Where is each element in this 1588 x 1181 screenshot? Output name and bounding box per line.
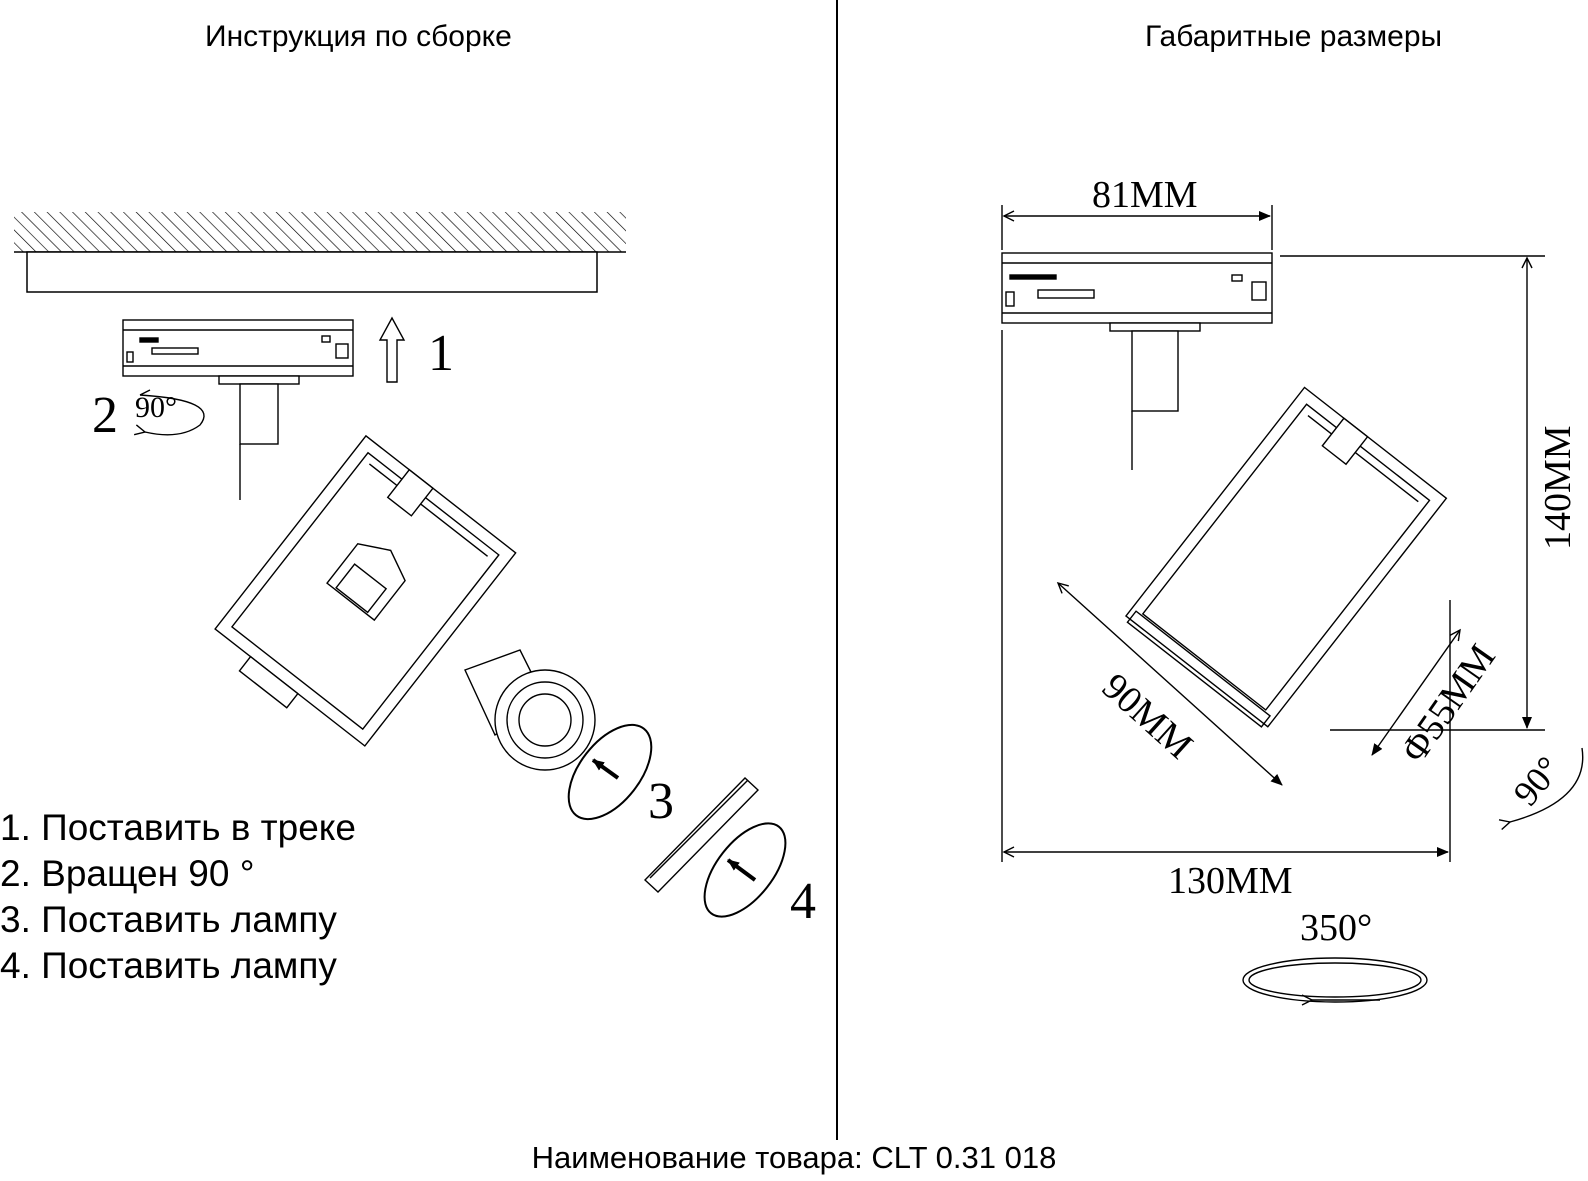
dimension-width-label: 81MM	[1092, 174, 1198, 216]
ceiling-hatch	[14, 212, 626, 252]
step-4-ring	[703, 822, 787, 918]
step-1-arrow	[378, 316, 406, 383]
step-marker-3: 3	[648, 773, 674, 830]
dimension-body-length	[1056, 581, 1283, 786]
product-name: Наименование товара: CLT 0.31 018	[531, 1140, 1057, 1175]
dimension-body-length-label: 90MM	[1094, 665, 1201, 767]
spotlight-body-left	[214, 434, 517, 747]
track-adapter-left	[122, 319, 354, 500]
dimension-height-label: 140MM	[1537, 425, 1579, 550]
step-1: 1. Поставить в треке	[0, 807, 356, 848]
ceiling-assembly	[14, 212, 626, 293]
step-4-filter	[643, 777, 760, 893]
base-rotation-label: 350°	[1300, 907, 1372, 949]
step-marker-2: 2	[92, 387, 118, 444]
tilt-angle-label: 90°	[1505, 749, 1568, 813]
rotation-angle-left: 90°	[135, 391, 177, 424]
center-divider	[836, 0, 838, 1140]
dimension-diameter-label: Φ55MM	[1393, 637, 1504, 770]
assembly-instructions-title: Инструкция по сборке	[205, 20, 512, 53]
tilt-rotation-arrow	[1498, 747, 1584, 830]
track-rail	[26, 251, 598, 293]
base-rotation-arrow	[1242, 957, 1428, 1006]
step-2-rotation	[133, 389, 205, 436]
spotlight-body-right	[1124, 386, 1448, 728]
step-3-lens-ring	[567, 723, 653, 821]
step-4: 4. Поставить лампу	[0, 945, 337, 986]
step-3: 3. Поставить лампу	[0, 899, 337, 940]
dimension-width	[1001, 205, 1273, 250]
assembly-steps-list: 1. Поставить в треке 2. Вращен 90 ° 3. П…	[0, 805, 356, 989]
step-marker-1: 1	[428, 325, 454, 382]
step-marker-4: 4	[790, 873, 816, 930]
overall-dimensions-title: Габаритные размеры	[1145, 20, 1443, 53]
track-adapter-right	[1001, 252, 1273, 470]
gu10-lamp-left	[464, 649, 596, 771]
step-2: 2. Вращен 90 °	[0, 853, 255, 894]
dimension-diameter	[1371, 628, 1461, 756]
dimension-depth-label: 130MM	[1168, 860, 1293, 902]
